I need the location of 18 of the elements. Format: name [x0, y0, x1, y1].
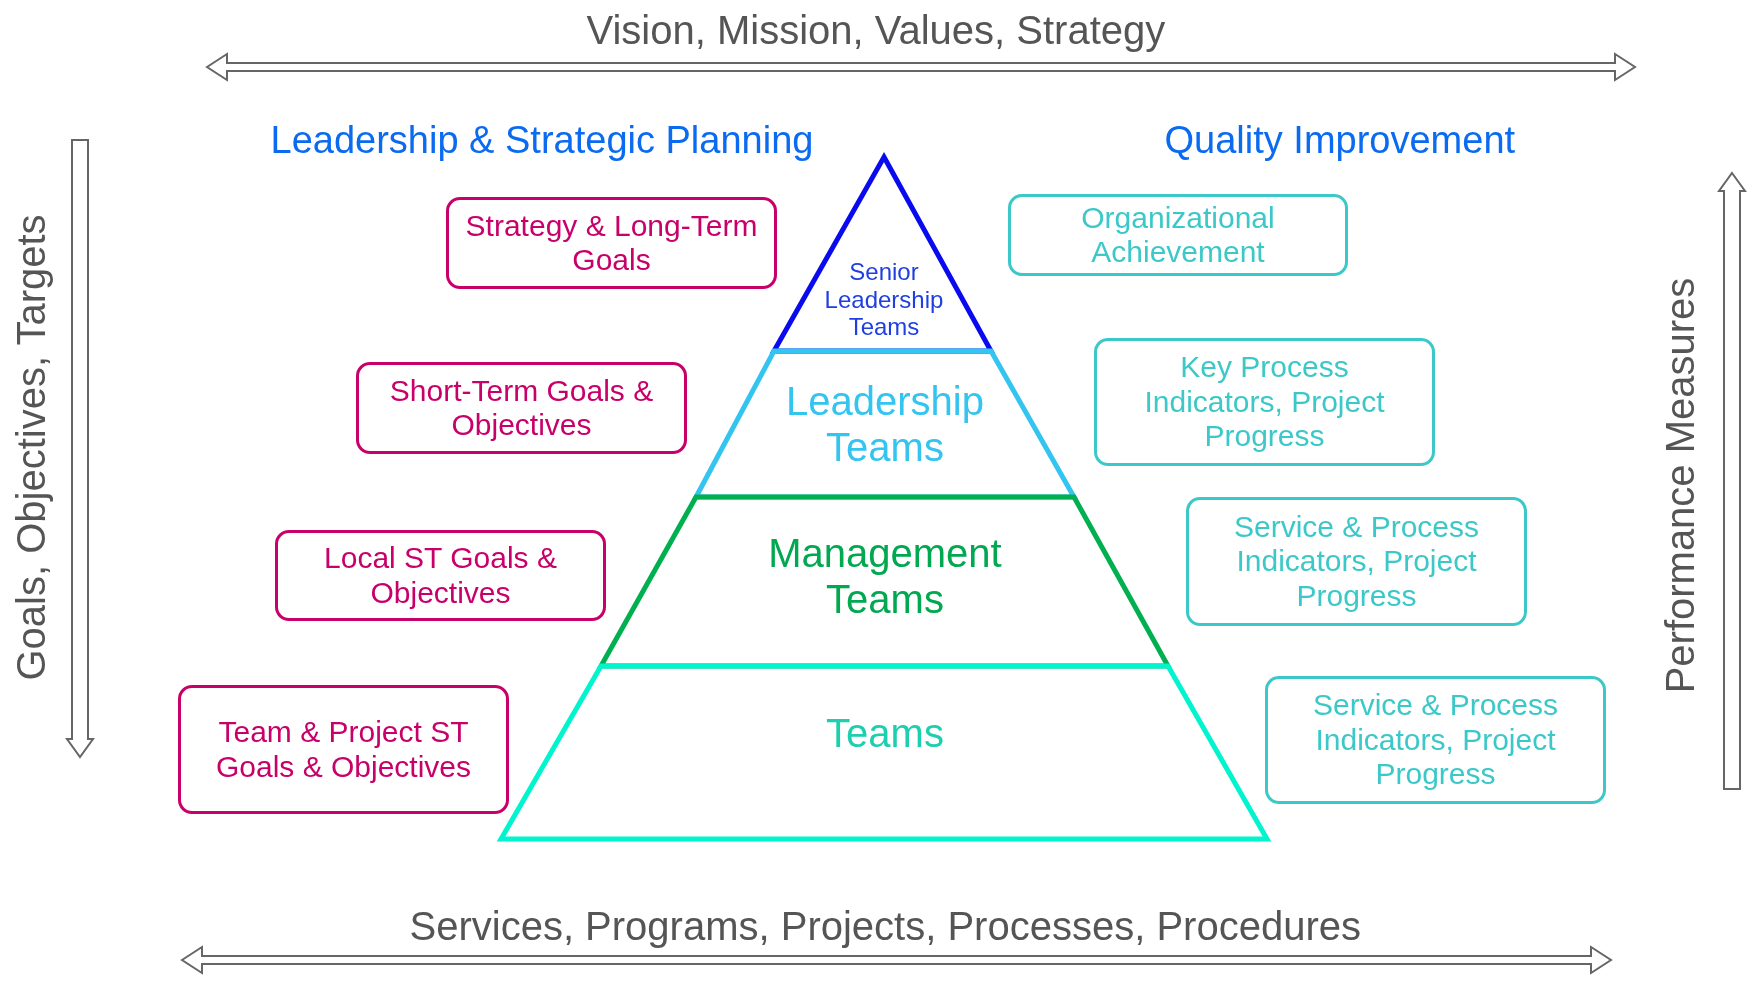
goal-box: Team & Project ST Goals & Objectives	[178, 685, 509, 814]
layer-label: Management Teams	[767, 530, 1003, 622]
measure-box: Organizational Achievement	[1008, 194, 1348, 276]
goal-box: Local ST Goals & Objectives	[275, 530, 606, 621]
section-heading: Leadership & Strategic Planning	[270, 118, 814, 162]
measure-box: Service & Process Indicators, Project Progress	[1186, 497, 1527, 626]
arrow-caption: Vision, Mission, Values, Strategy	[586, 7, 1166, 53]
layer-label: Teams	[825, 710, 945, 756]
layer-label: Leadership Teams	[785, 378, 985, 470]
measure-box: Key Process Indicators, Project Progress	[1094, 338, 1435, 466]
layer-label: Senior Leadership Teams	[823, 258, 945, 341]
goal-box: Short-Term Goals & Objectives	[356, 362, 687, 454]
arrow-caption: Performance Measures	[1658, 277, 1704, 693]
arrow-caption: Goals, Objectives, Targets	[8, 213, 54, 681]
goal-box: Strategy & Long-Term Goals	[446, 197, 777, 289]
arrow-caption: Services, Programs, Projects, Processes, Procedures	[409, 903, 1361, 949]
measure-box: Service & Process Indicators, Project Progress	[1265, 676, 1606, 804]
section-heading: Quality Improvement	[1164, 118, 1516, 162]
